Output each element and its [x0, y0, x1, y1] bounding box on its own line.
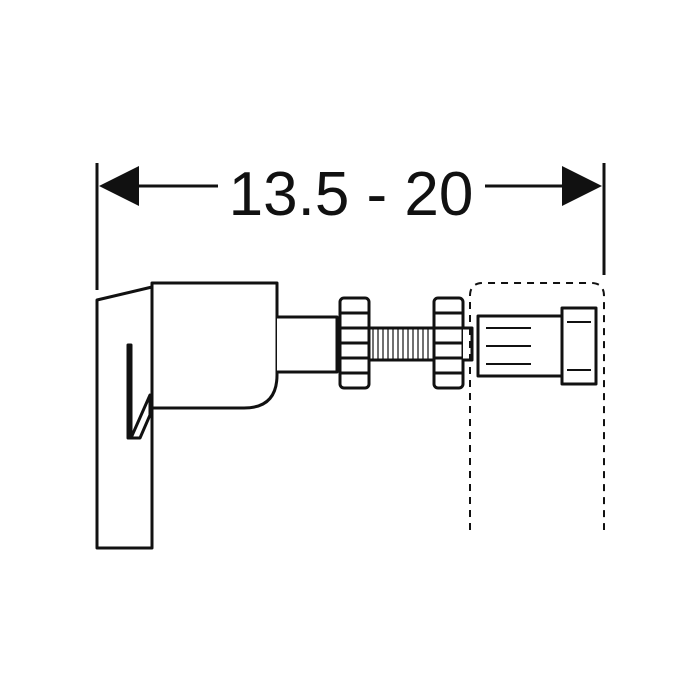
left-knurled-nut	[338, 296, 371, 390]
right-knurled-nut	[432, 296, 465, 390]
lever-slot	[126, 343, 152, 440]
dimension-arrow-left-icon	[99, 166, 139, 206]
valve-assembly	[95, 281, 605, 550]
connecting-pipe	[277, 315, 339, 374]
extension-piece	[476, 306, 598, 386]
dimension-arrow-right-icon	[562, 166, 602, 206]
valve-body	[150, 281, 279, 410]
dimension-annotation	[95, 163, 606, 290]
fitting-stub	[463, 326, 474, 362]
threaded-rod	[367, 326, 436, 362]
dimension-label: 13.5 - 20	[229, 160, 474, 229]
extension-outline-dashed	[469, 282, 605, 530]
lever-arm	[95, 285, 154, 550]
